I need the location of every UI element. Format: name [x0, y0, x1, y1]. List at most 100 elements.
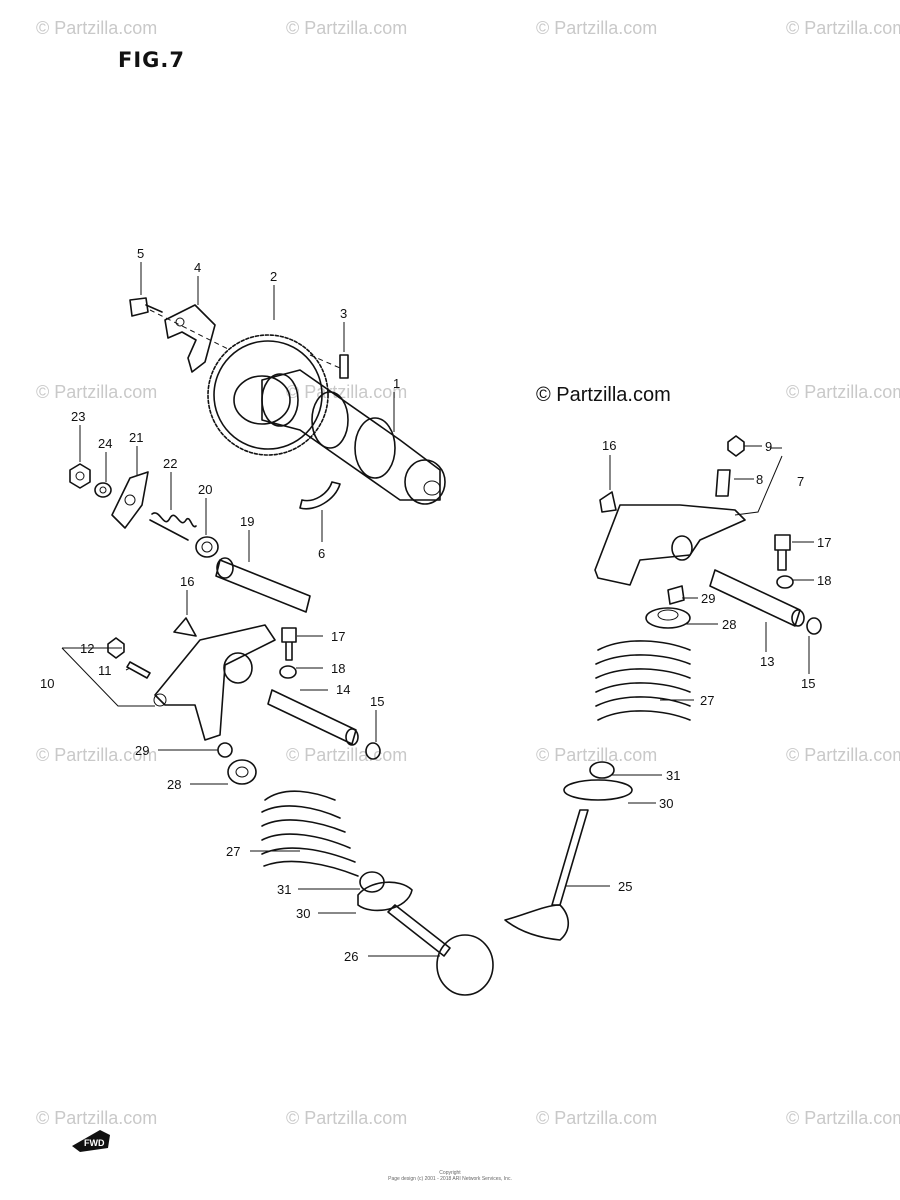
- oil-seal[interactable]: [195, 536, 219, 558]
- callout-20: 20: [198, 482, 212, 497]
- adjust-screw-right[interactable]: [715, 469, 731, 497]
- washer-left[interactable]: [279, 665, 297, 679]
- callout-15: 15: [801, 676, 815, 691]
- adjust-nut-left[interactable]: [107, 637, 125, 659]
- callout-21: 21: [129, 430, 143, 445]
- callout-5: 5: [137, 246, 144, 261]
- callout-29: 29: [701, 591, 715, 606]
- camshaft[interactable]: [261, 369, 446, 505]
- rocker-cap-right[interactable]: [599, 491, 617, 513]
- callout-labels: 1 2 3 4 5 6 7 8 9 10 11 12 13 14 15 15 1…: [40, 246, 831, 964]
- decomp-nut[interactable]: [69, 463, 91, 489]
- copyright-line: Page design (c) 2001 - 2018 ARI Network …: [388, 1176, 512, 1182]
- rocker-arm-right[interactable]: [594, 504, 746, 586]
- rocker-shaft-left[interactable]: [267, 689, 359, 746]
- callout-28: 28: [722, 617, 736, 632]
- valve-seat-left[interactable]: [357, 871, 413, 912]
- callout-11: 11: [98, 663, 112, 678]
- tappet-cap-left[interactable]: [217, 742, 233, 758]
- watermark: © Partzilla.com: [36, 18, 158, 38]
- spring-retainer-right[interactable]: [645, 607, 691, 629]
- callout-26: 26: [344, 949, 358, 964]
- o-ring-right[interactable]: [806, 617, 822, 635]
- fwd-arrow-icon: FWD: [72, 1130, 110, 1152]
- valve-spring-left[interactable]: [261, 790, 359, 877]
- callout-24: 24: [98, 436, 112, 451]
- callout-31: 31: [666, 768, 680, 783]
- valve-right[interactable]: [504, 809, 589, 941]
- callout-6: 6: [318, 546, 325, 561]
- callout-13: 13: [760, 654, 774, 669]
- callout-17: 17: [331, 629, 345, 644]
- valve-left[interactable]: [387, 904, 494, 996]
- callout-27: 27: [700, 693, 714, 708]
- watermark: © Partzilla.com: [536, 18, 658, 38]
- callout-10: 10: [40, 676, 54, 691]
- bolt-right[interactable]: [774, 534, 791, 571]
- callout-19: 19: [240, 514, 254, 529]
- callout-leaders: [79, 262, 814, 957]
- watermark: © Partzilla.com: [36, 745, 158, 765]
- callout-4: 4: [194, 260, 201, 275]
- callout-30: 30: [296, 906, 310, 921]
- callout-14: 14: [336, 682, 350, 697]
- bolt-left[interactable]: [281, 627, 297, 661]
- callout-15: 15: [370, 694, 384, 709]
- callout-31: 31: [277, 882, 291, 897]
- o-ring-left[interactable]: [365, 742, 381, 760]
- watermark: © Partzilla.com: [786, 18, 900, 38]
- callout-8: 8: [756, 472, 763, 487]
- copyright-notice: Copyright Page design (c) 2001 - 2018 AR…: [330, 1170, 570, 1182]
- washer-right[interactable]: [776, 575, 794, 589]
- callout-3: 3: [340, 306, 347, 321]
- watermark: © Partzilla.com: [786, 745, 900, 765]
- callout-12: 12: [80, 641, 94, 656]
- watermark: © Partzilla.com: [286, 745, 408, 765]
- watermark: © Partzilla.com: [36, 382, 158, 402]
- callout-17: 17: [817, 535, 831, 550]
- adjust-nut-right[interactable]: [727, 435, 745, 457]
- rocker-cap-left[interactable]: [173, 617, 197, 637]
- callout-7: 7: [797, 474, 804, 489]
- decomp-lever[interactable]: [111, 471, 149, 529]
- tappet-cap-right[interactable]: [667, 585, 685, 605]
- valve-seat-right[interactable]: [563, 761, 633, 801]
- watermark: © Partzilla.com: [36, 1108, 158, 1128]
- rocker-arm-left[interactable]: [153, 624, 276, 741]
- watermark: © Partzilla.com: [786, 1108, 900, 1128]
- callout-25: 25: [618, 879, 632, 894]
- callout-28: 28: [167, 777, 181, 792]
- spring-retainer-left[interactable]: [227, 759, 257, 785]
- valve-spring-right[interactable]: [595, 640, 691, 721]
- rocker-shaft-right[interactable]: [709, 569, 805, 627]
- callout-22: 22: [163, 456, 177, 471]
- sprocket-bolt[interactable]: [129, 297, 163, 317]
- callout-18: 18: [331, 661, 345, 676]
- adjust-screw-left[interactable]: [126, 661, 151, 679]
- figure-title: FIG.7: [118, 48, 185, 72]
- watermark-main: © Partzilla.com: [536, 384, 671, 406]
- lock-plate[interactable]: [164, 304, 216, 373]
- callout-23: 23: [71, 409, 85, 424]
- callout-16: 16: [180, 574, 194, 589]
- decomp-shaft[interactable]: [215, 557, 311, 613]
- watermark: © Partzilla.com: [536, 1108, 658, 1128]
- watermark: © Partzilla.com: [786, 382, 900, 402]
- callout-18: 18: [817, 573, 831, 588]
- callout-16: 16: [602, 438, 616, 453]
- fwd-label: FWD: [84, 1138, 105, 1148]
- watermark: © Partzilla.com: [286, 1108, 408, 1128]
- sprocket-pin[interactable]: [339, 354, 349, 379]
- decomp-spring[interactable]: [149, 512, 197, 541]
- callout-29: 29: [135, 743, 149, 758]
- watermark: © Partzilla.com: [286, 18, 408, 38]
- decomp-washer[interactable]: [94, 482, 112, 498]
- watermark: © Partzilla.com: [536, 745, 658, 765]
- callout-2: 2: [270, 269, 277, 284]
- callout-27: 27: [226, 844, 240, 859]
- callout-1: 1: [393, 376, 400, 391]
- circlip[interactable]: [299, 481, 341, 510]
- callout-9: 9: [765, 439, 772, 454]
